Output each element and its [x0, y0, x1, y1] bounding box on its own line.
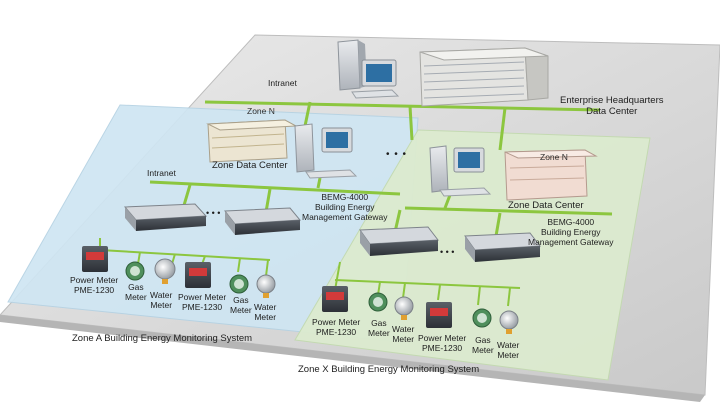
water-meter-x1-icon — [394, 296, 414, 320]
zone-x-building-icon — [504, 149, 598, 201]
platform-shadow — [0, 315, 705, 402]
ellipsis-zones: • • • — [386, 149, 408, 160]
power-meter-x1-icon — [322, 286, 348, 312]
power-meter-x2-label: Power Meter PME-1230 — [418, 333, 467, 353]
gas-meter-a1-label: Gas Meter — [125, 282, 147, 302]
zone-a-building-icon — [206, 119, 298, 163]
gas-meter-x1-label: Gas Meter — [368, 318, 390, 338]
gateway-a2-icon — [224, 207, 302, 235]
intranet-top-label: Intranet — [268, 78, 297, 88]
power-meter-x2-icon — [426, 302, 452, 328]
water-meter-a1-label: Water Meter — [150, 290, 173, 310]
gateway-a-label: BEMG-4000 Building Energy Management Gat… — [302, 192, 388, 222]
zone-a-system-label: Zone A Building Energy Monitoring System — [72, 333, 253, 344]
hq-title: Enterprise Headquarters Data Center — [560, 95, 664, 117]
hq-building-icon — [419, 47, 549, 107]
water-meter-a2-icon — [256, 274, 276, 298]
water-meter-a1-icon — [154, 258, 176, 284]
gas-meter-x2-label: Gas Meter — [472, 335, 494, 355]
gas-meter-x2-icon — [472, 308, 492, 328]
water-meter-x1-label: Water Meter — [392, 324, 415, 344]
gas-meter-x1-icon — [368, 292, 388, 312]
gas-meter-a1-icon — [125, 261, 145, 281]
water-meter-x2-icon — [499, 310, 519, 334]
zone-a-server-icon — [294, 123, 315, 173]
zone-n-x-label: Zone N — [540, 152, 568, 162]
gateway-x2-icon — [464, 232, 541, 262]
gateway-x-label: BEMG-4000 Building Energy Management Gat… — [528, 217, 614, 247]
intranet-a-label: Intranet — [147, 168, 176, 178]
hq-computer-icon — [351, 59, 400, 99]
power-meter-a2-label: Power Meter PME-1230 — [178, 292, 227, 312]
power-meter-a1-icon — [82, 246, 108, 272]
zone-x-computer-icon — [439, 147, 492, 197]
gateway-a1-icon — [123, 203, 208, 231]
zone-dc-x-label: Zone Data Center — [508, 200, 584, 211]
ellipsis-gateways-x: • • • — [440, 247, 455, 257]
gateway-x1-icon — [359, 226, 439, 256]
network-lines — [149, 100, 613, 237]
zone-x-system-label: Zone X Building Energy Monitoring System — [298, 364, 480, 375]
zone-x-server-icon — [429, 145, 449, 193]
zone-a-computer-icon — [305, 127, 358, 179]
water-meter-a2-label: Water Meter — [254, 302, 277, 322]
zone-dc-a-label: Zone Data Center — [212, 160, 288, 171]
gas-meter-a2-label: Gas Meter — [230, 295, 252, 315]
gas-meter-a2-icon — [229, 274, 249, 294]
power-meter-a2-icon — [185, 262, 211, 288]
zone-n-a-label: Zone N — [247, 106, 275, 116]
water-meter-x2-label: Water Meter — [497, 340, 520, 360]
power-meter-x1-label: Power Meter PME-1230 — [312, 317, 361, 337]
power-meter-a1-label: Power Meter PME-1230 — [70, 275, 119, 295]
ellipsis-gateways-a: • • • — [206, 208, 221, 218]
